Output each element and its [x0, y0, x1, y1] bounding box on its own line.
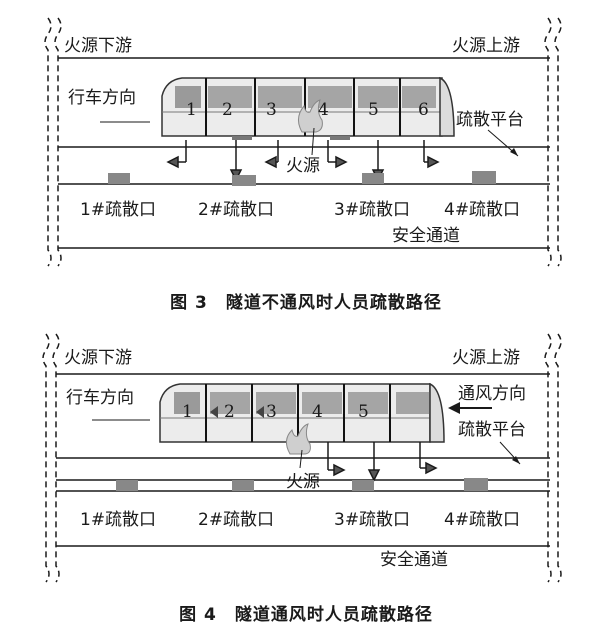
fig3-downstream-label: 火源下游 — [64, 36, 132, 56]
fig4-car-2: 2 — [224, 402, 235, 422]
fire-leader — [311, 127, 315, 156]
fig3-car-3: 3 — [266, 100, 277, 120]
fire-icon-4 — [286, 423, 311, 455]
fig4-car-3: 3 — [266, 402, 277, 422]
fig3-direction-label: 行车方向 — [68, 88, 136, 108]
tunnel-break-left — [44, 17, 62, 267]
exit-1-block — [108, 173, 130, 184]
exit-2-block — [232, 175, 256, 186]
exit-3-block — [362, 173, 384, 184]
fig4-downstream-label: 火源下游 — [64, 348, 132, 368]
exit-4-block-4 — [464, 478, 488, 491]
fig3-car-1: 1 — [186, 100, 197, 120]
fig3-exit-4-label: 4#疏散口 — [444, 200, 521, 220]
fig4-exit-1-label: 1#疏散口 — [80, 510, 157, 530]
fig4-car-1: 1 — [182, 402, 193, 422]
fig4-fire-label: 火源 — [286, 472, 320, 492]
fig4-exit-4-label: 4#疏散口 — [444, 510, 521, 530]
evacuation-arrows-fig4 — [327, 442, 438, 482]
fig3-platform-label: 疏散平台 — [456, 110, 524, 130]
exit-2-block-4 — [232, 480, 254, 491]
fig4-caption: 图 4 隧道通风时人员疏散路径 — [179, 605, 433, 625]
fig4-passage-label: 安全通道 — [380, 550, 448, 570]
fig3-upstream-label: 火源上游 — [452, 36, 520, 56]
fig4-exit-3-label: 3#疏散口 — [334, 510, 411, 530]
figure-3-diagram — [44, 17, 562, 267]
fig4-platform-label: 疏散平台 — [458, 420, 526, 440]
fig4-car-4: 4 — [312, 402, 323, 422]
fig3-car-5: 5 — [368, 100, 379, 120]
fig3-caption: 图 3 隧道不通风时人员疏散路径 — [170, 293, 442, 313]
fig3-car-4: 4 — [318, 100, 329, 120]
fire-leader-4 — [299, 449, 303, 469]
ventilation-arrowhead — [448, 402, 460, 414]
platform-leader-arrowhead-4 — [512, 456, 520, 464]
figure-4-diagram — [42, 333, 562, 583]
train-fig4 — [159, 382, 445, 443]
fig3-exit-2-label: 2#疏散口 — [198, 200, 275, 220]
platform-leader-arrowhead — [510, 148, 518, 156]
exit-1-block-4 — [116, 480, 138, 491]
tunnel-break-right — [544, 17, 562, 267]
fig3-exit-3-label: 3#疏散口 — [334, 200, 411, 220]
exit-3-block-4 — [352, 480, 374, 491]
fig3-fire-label: 火源 — [286, 156, 320, 176]
fig3-car-2: 2 — [222, 100, 233, 120]
exit-4-block — [472, 171, 496, 184]
fig4-exit-2-label: 2#疏散口 — [198, 510, 275, 530]
train-fig3 — [161, 76, 455, 140]
fig4-direction-label: 行车方向 — [66, 388, 134, 408]
tunnel-break-right-4 — [544, 333, 562, 583]
fig4-upstream-label: 火源上游 — [452, 348, 520, 368]
fig4-car-5: 5 — [358, 402, 369, 422]
tunnel-break-left-4 — [42, 333, 60, 583]
fig4-ventilation-label: 通风方向 — [458, 384, 526, 404]
fire-icon — [298, 99, 323, 133]
fig3-car-6: 6 — [418, 100, 429, 120]
fig3-exit-1-label: 1#疏散口 — [80, 200, 157, 220]
fig3-passage-label: 安全通道 — [392, 226, 460, 246]
